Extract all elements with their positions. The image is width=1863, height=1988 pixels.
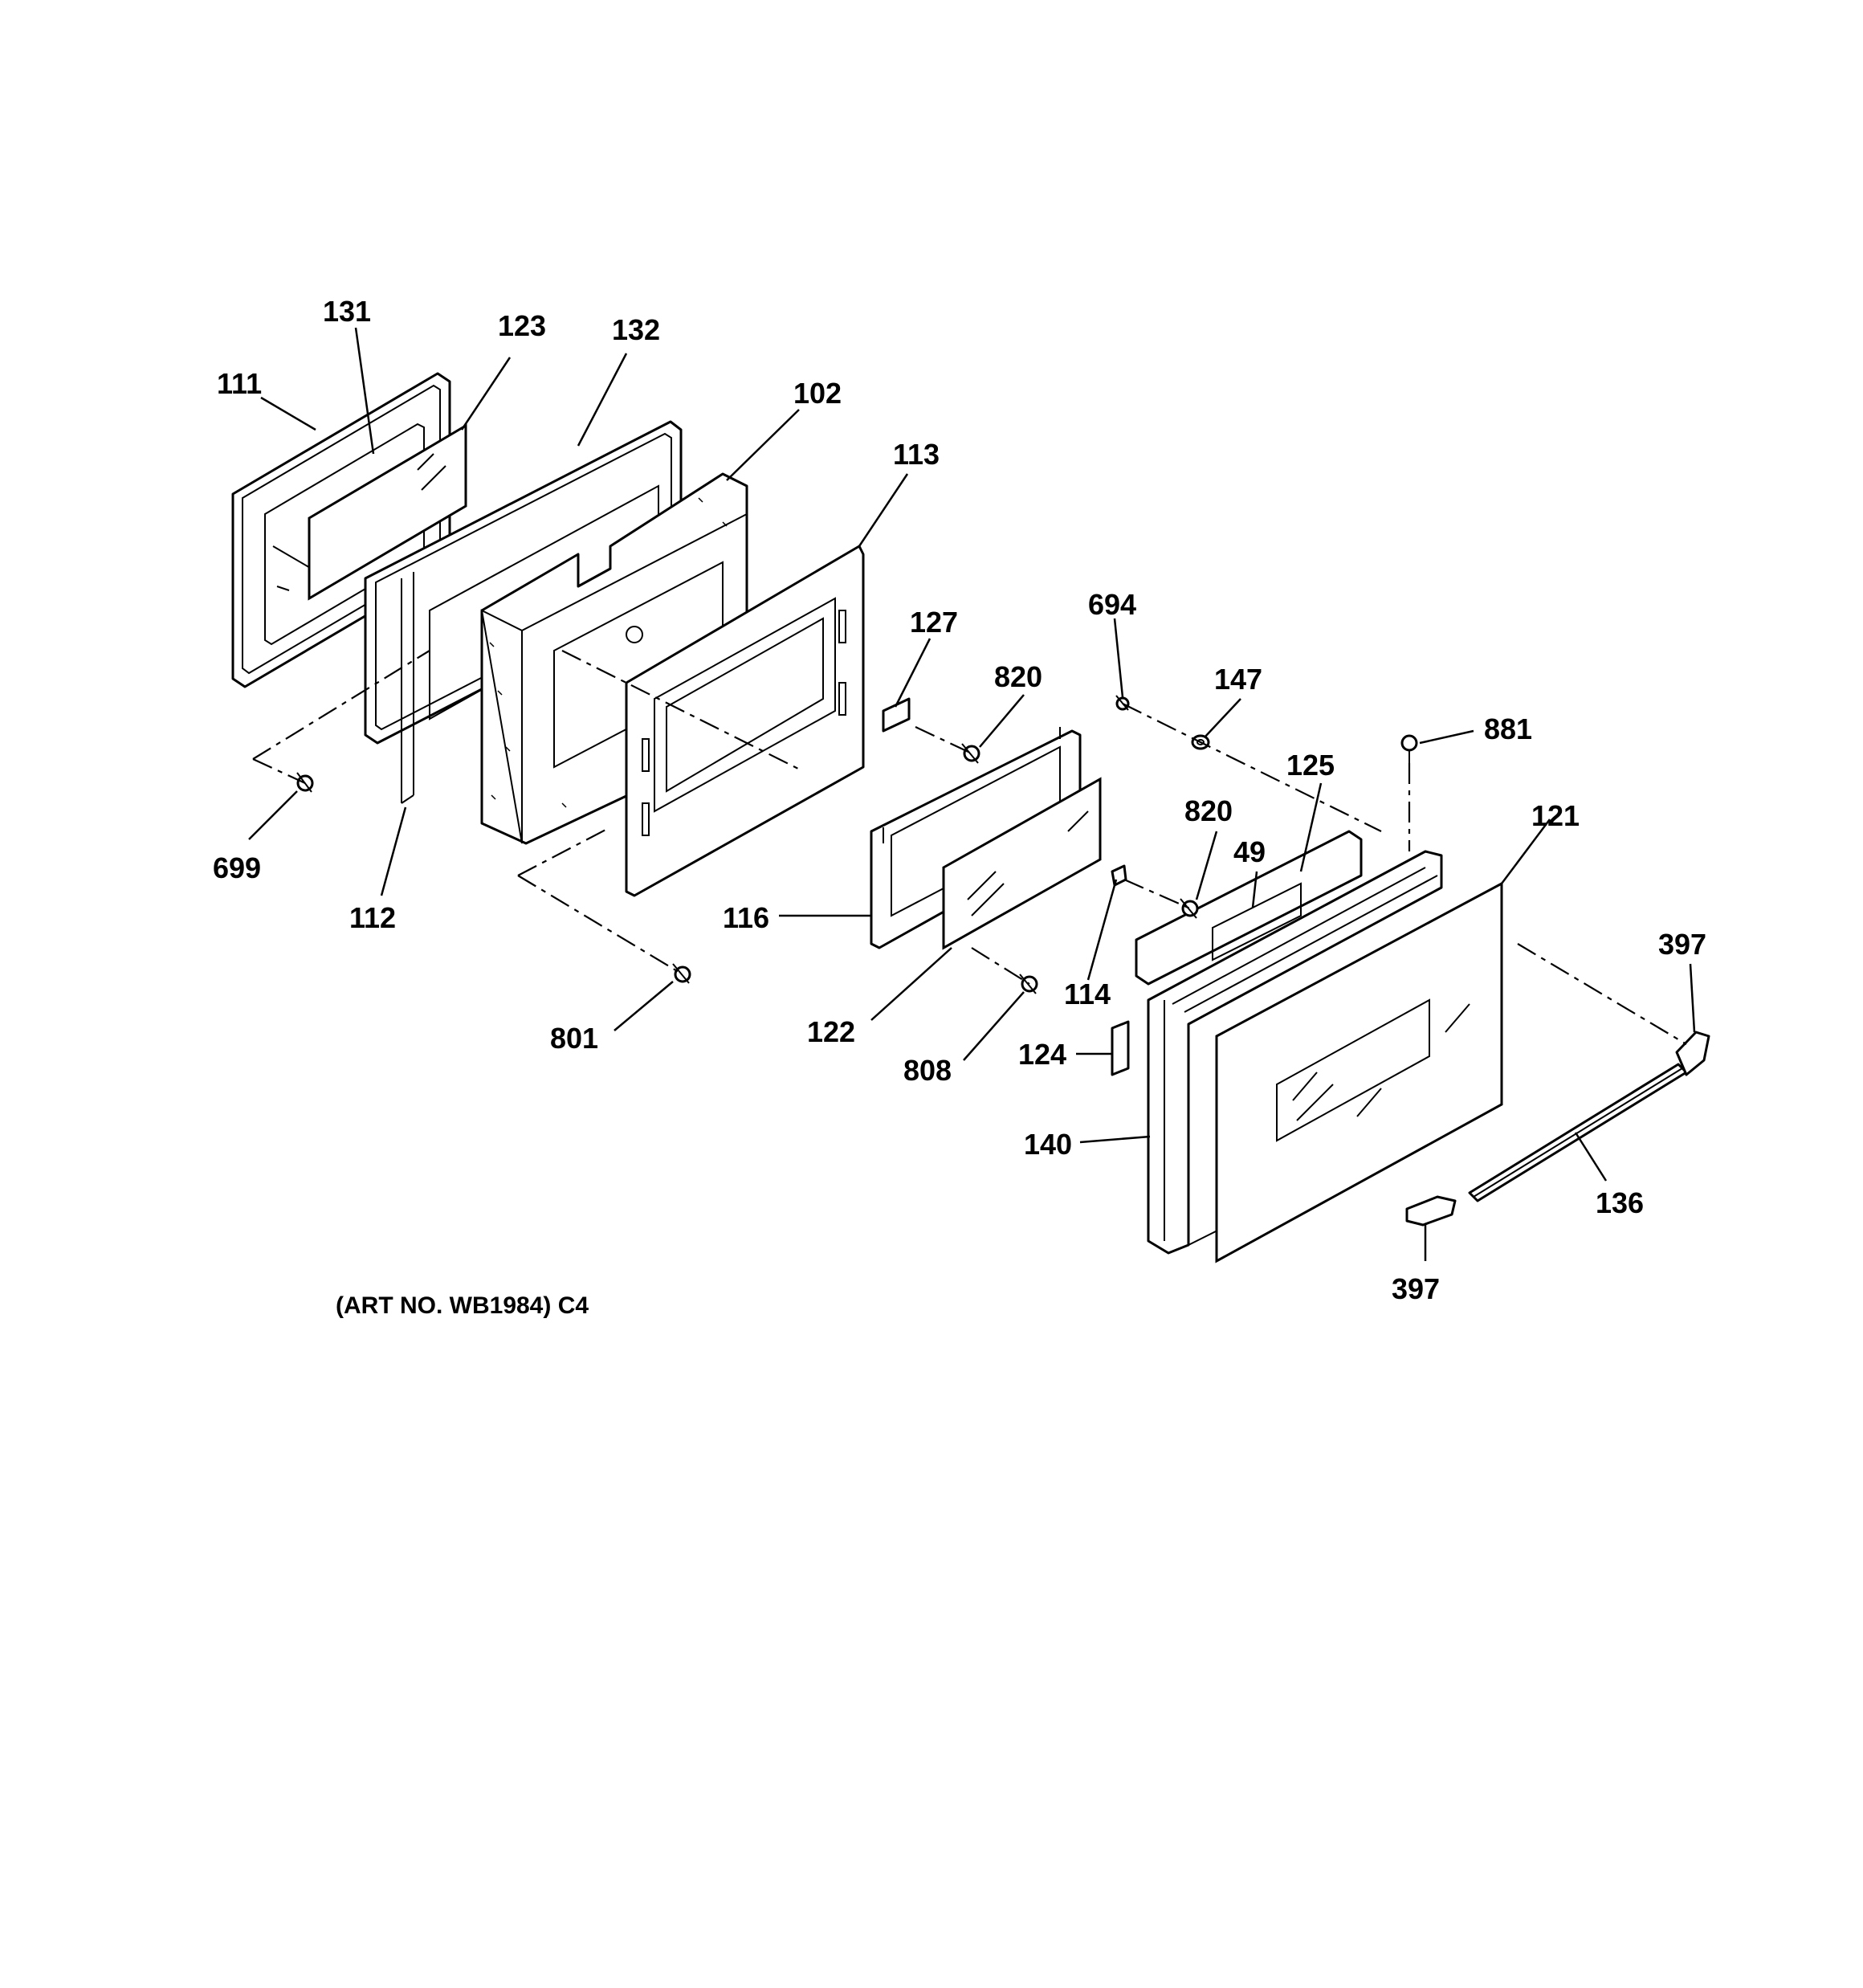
part-140-outer-frame	[1147, 850, 1443, 1255]
label-136: 136	[1596, 1186, 1644, 1219]
part-labels: 111 131 123 132 102 113 127 820 694 147 …	[213, 295, 1706, 1305]
label-124: 124	[1018, 1038, 1066, 1071]
label-125: 125	[1286, 749, 1335, 782]
screw-881	[1400, 734, 1418, 763]
art-number: (ART NO. WB1984) C4	[336, 1292, 589, 1319]
label-114: 114	[1064, 978, 1111, 1010]
part-121-outer-glass	[1215, 881, 1503, 1263]
label-132: 132	[612, 313, 660, 346]
screw-820-upper	[961, 743, 980, 764]
screw-694	[1115, 695, 1130, 711]
label-49: 49	[1233, 835, 1266, 868]
label-112: 112	[349, 901, 396, 934]
part-127-label	[882, 697, 911, 733]
label-397-lower: 397	[1392, 1272, 1440, 1305]
label-113: 113	[893, 438, 940, 471]
part-122-middle-glass	[942, 777, 1102, 950]
label-694: 694	[1088, 588, 1136, 621]
part-124-badge	[1111, 1020, 1130, 1076]
label-808: 808	[903, 1054, 952, 1087]
label-801: 801	[550, 1022, 598, 1055]
label-881: 881	[1484, 712, 1532, 745]
label-123: 123	[498, 309, 546, 342]
label-147: 147	[1214, 663, 1262, 696]
assembly-lines	[252, 650, 1687, 1045]
label-131: 131	[323, 295, 371, 328]
part-397-end-cap-upper	[1675, 1031, 1710, 1076]
label-121: 121	[1531, 799, 1580, 832]
part-125-vent-panel	[1135, 830, 1363, 986]
label-111: 111	[217, 367, 262, 400]
label-820-lower: 820	[1184, 794, 1233, 827]
label-116: 116	[723, 901, 769, 934]
part-397-end-cap-lower	[1405, 1195, 1457, 1227]
part-123-inner-glass	[308, 423, 467, 601]
screw-801	[672, 963, 691, 984]
part-114-clip	[1111, 864, 1127, 887]
label-397-upper: 397	[1658, 928, 1706, 961]
label-699: 699	[213, 851, 261, 884]
label-127: 127	[910, 606, 958, 639]
label-140: 140	[1024, 1128, 1072, 1161]
label-820-upper: 820	[994, 660, 1042, 693]
label-102: 102	[793, 377, 842, 410]
leader-lines	[248, 327, 1696, 1261]
label-122: 122	[807, 1015, 855, 1048]
